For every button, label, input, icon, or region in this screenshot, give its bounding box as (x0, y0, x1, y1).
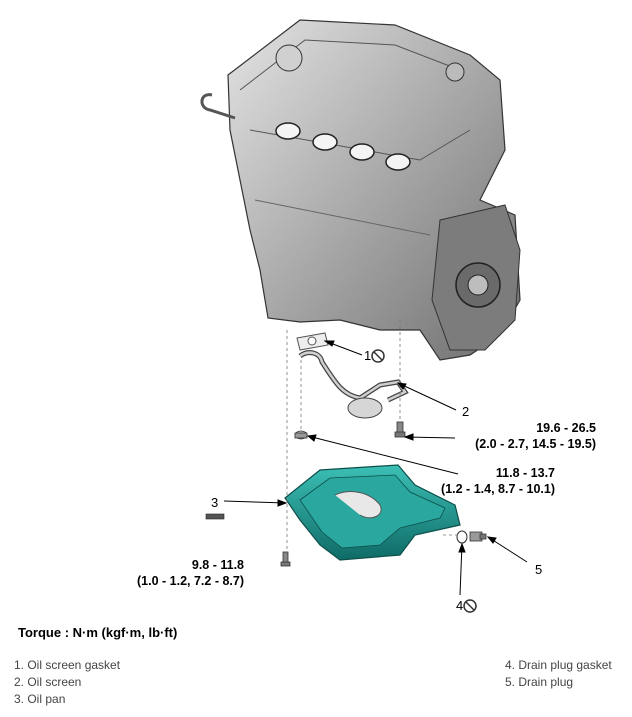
torque-value: 9.8 - 11.8 (191, 558, 244, 572)
oil-pan (284, 464, 461, 561)
oil-pan-bolt (280, 551, 291, 567)
engine-assembly (200, 19, 521, 361)
torque-label-oil-screen-bolt: 19.6 - 26.5 (2.0 - 2.7, 14.5 - 19.5) (475, 420, 596, 452)
alignment-lines (286, 320, 458, 556)
oil-screen-nut (294, 430, 308, 440)
callout-2: 2 (462, 404, 470, 419)
callout-3: 3 (211, 495, 219, 510)
torque-value: 19.6 - 26.5 (536, 421, 596, 435)
oil-pan-sealant-tube (205, 513, 225, 520)
engine-oil-pan-drawing (200, 19, 528, 613)
torque-value: 11.8 - 13.7 (495, 466, 555, 480)
no-reuse-icon (371, 349, 385, 363)
oil-screen-bolt (394, 421, 406, 438)
callout-4: 4 (456, 598, 464, 613)
legend-item: 2. Oil screen (14, 675, 82, 689)
callout-5: 5 (535, 562, 543, 577)
legend-right: 4. Drain plug gasket 5. Drain plug (505, 657, 612, 691)
drain-plug-gasket (456, 530, 468, 544)
legend-item: 5. Drain plug (505, 675, 574, 689)
torque-value-alt: (1.2 - 1.4, 8.7 - 10.1) (441, 482, 555, 496)
no-reuse-icon (463, 599, 477, 613)
legend-item: 3. Oil pan (14, 692, 66, 706)
torque-label-oil-pan-bolt: 9.8 - 11.8 (1.0 - 1.2, 7.2 - 8.7) (137, 557, 244, 589)
oil-screen (298, 350, 409, 419)
legend-item: 1. Oil screen gasket (14, 658, 121, 672)
legend-item: 4. Drain plug gasket (505, 658, 612, 672)
exploded-diagram: 1 2 3 4 5 19.6 - 26.5 (2.0 - 2.7, 14.5 -… (137, 19, 596, 613)
drain-plug (469, 531, 487, 542)
oil-screen-gasket (296, 332, 329, 351)
torque-label-oil-screen-nut: 11.8 - 13.7 (1.2 - 1.4, 8.7 - 10.1) (441, 465, 555, 497)
legend-left: 1. Oil screen gasket 2. Oil screen 3. Oi… (14, 657, 120, 708)
torque-value-alt: (1.0 - 1.2, 7.2 - 8.7) (137, 574, 244, 588)
torque-units-title: Torque : N·m (kgf·m, lb·ft) (18, 625, 178, 640)
leader-lines (223, 340, 528, 596)
callout-1: 1 (364, 348, 372, 363)
torque-value-alt: (2.0 - 2.7, 14.5 - 19.5) (475, 437, 596, 451)
